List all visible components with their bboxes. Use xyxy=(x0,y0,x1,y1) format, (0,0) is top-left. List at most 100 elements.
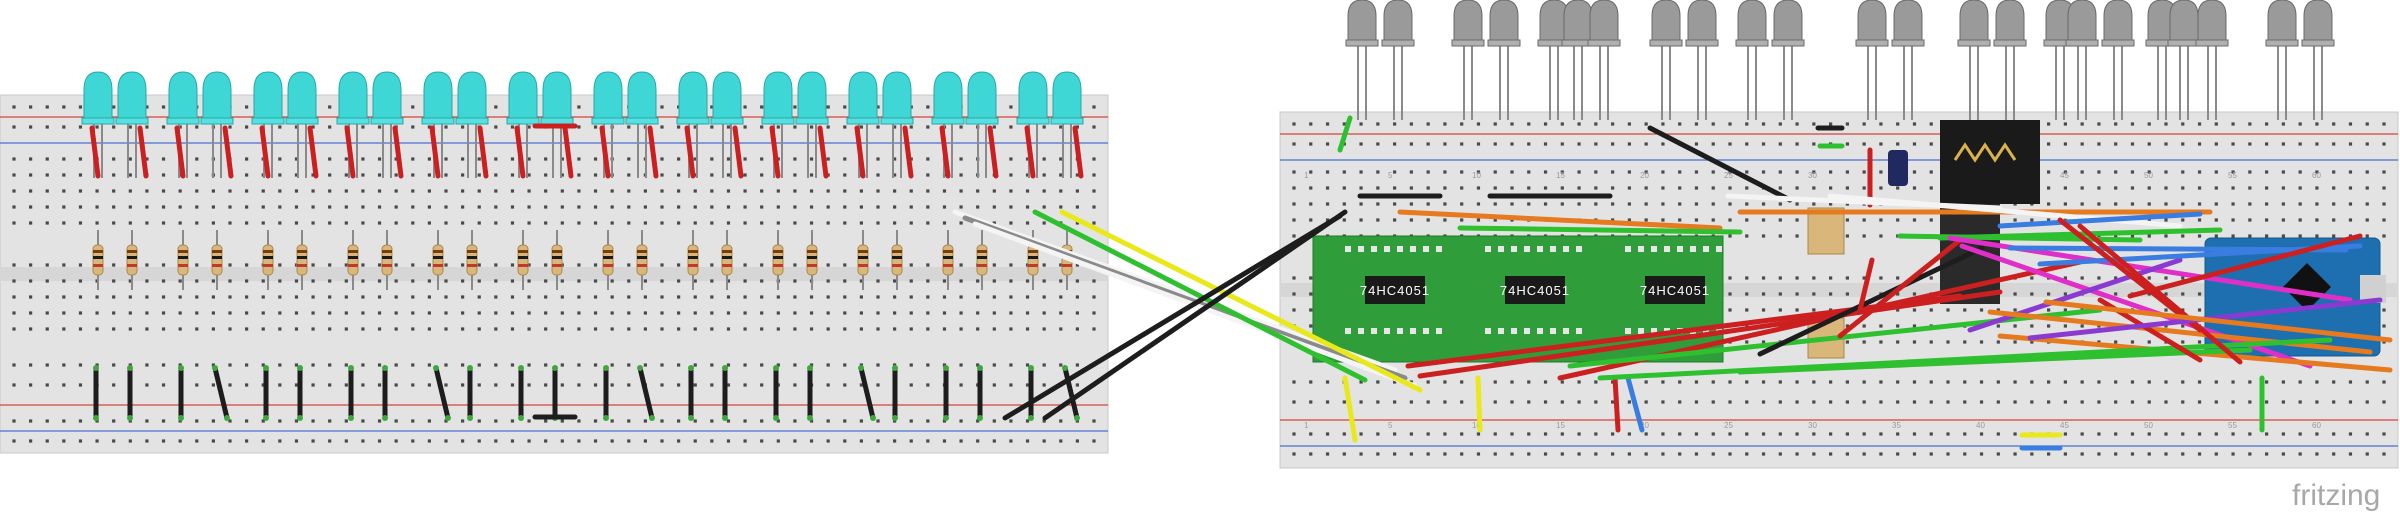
hole xyxy=(12,383,16,387)
hole xyxy=(477,383,481,387)
gray-led xyxy=(2043,0,2077,120)
led-body xyxy=(2169,0,2199,45)
hole xyxy=(1092,205,1096,209)
hole xyxy=(693,295,697,299)
hole xyxy=(510,189,515,193)
hole xyxy=(62,157,66,161)
hole xyxy=(394,263,398,267)
hole xyxy=(1711,122,1715,126)
hole xyxy=(377,383,382,387)
hole xyxy=(2265,380,2269,384)
hole xyxy=(2197,432,2202,436)
hole xyxy=(494,125,498,129)
hole xyxy=(261,439,265,443)
hole xyxy=(2365,452,2369,456)
hole xyxy=(1778,202,1782,206)
pin-pad xyxy=(1423,246,1429,252)
hole xyxy=(1963,340,1967,344)
hole xyxy=(926,125,930,129)
hole xyxy=(726,439,731,443)
hole xyxy=(228,205,232,209)
led-rim xyxy=(115,117,149,125)
hole xyxy=(211,363,215,367)
hole xyxy=(1393,186,1397,190)
hole xyxy=(1862,170,1866,174)
hole xyxy=(178,205,182,209)
hole xyxy=(2181,400,2185,404)
hole xyxy=(544,295,548,299)
hole xyxy=(1912,218,1917,222)
hole xyxy=(2063,170,2067,174)
hole xyxy=(677,221,681,225)
hole xyxy=(1409,122,1413,126)
hole xyxy=(577,157,581,161)
cyan-led xyxy=(710,71,744,421)
jumper-wire xyxy=(2057,217,2203,333)
hole xyxy=(1979,340,1984,344)
hole xyxy=(1761,380,1766,384)
hole xyxy=(926,105,930,109)
hole xyxy=(992,221,996,225)
led-red-jumper xyxy=(902,125,914,179)
hole xyxy=(1009,221,1013,225)
hole xyxy=(2181,142,2185,146)
hole xyxy=(1059,125,1063,129)
resistor-band xyxy=(688,256,698,259)
hole xyxy=(959,311,963,315)
resistor-band xyxy=(892,264,902,267)
hole xyxy=(1963,380,1967,384)
pin-pad xyxy=(1410,246,1416,252)
hole xyxy=(976,439,980,443)
led-rim xyxy=(1855,39,1889,47)
hole xyxy=(1376,218,1380,222)
hole xyxy=(2164,218,2168,222)
resistor-band xyxy=(552,264,562,267)
hole xyxy=(1092,221,1096,225)
hole xyxy=(112,105,116,109)
hole xyxy=(2248,122,2252,126)
hole xyxy=(1678,380,1682,384)
hole xyxy=(893,125,897,129)
hole xyxy=(1510,202,1514,206)
hole xyxy=(627,363,631,367)
hole xyxy=(510,419,515,423)
hole xyxy=(643,363,647,367)
jumper-wire xyxy=(1042,209,1348,421)
hole xyxy=(1075,189,1079,193)
hole xyxy=(1075,439,1079,443)
hole xyxy=(1510,186,1514,190)
gray-led xyxy=(1855,0,1889,120)
hole xyxy=(95,327,99,331)
hole xyxy=(1409,186,1413,190)
hole xyxy=(2281,218,2285,222)
led-rim xyxy=(1735,39,1769,47)
hole xyxy=(2348,380,2353,384)
hole xyxy=(1812,142,1816,146)
hole xyxy=(1092,419,1096,423)
resistor-body xyxy=(636,244,648,276)
hole xyxy=(2030,292,2034,296)
hole xyxy=(1879,142,1883,146)
hole xyxy=(926,439,930,443)
hole xyxy=(1359,400,1363,404)
pin-pad xyxy=(1651,328,1657,334)
hole xyxy=(2164,324,2168,328)
hole xyxy=(211,279,215,283)
led-red-jumper xyxy=(1024,125,1036,179)
hole xyxy=(593,295,598,299)
hole xyxy=(2365,400,2369,404)
hole xyxy=(643,279,647,283)
hole xyxy=(145,205,149,209)
hole xyxy=(2231,400,2235,404)
pin-pad xyxy=(1498,328,1504,334)
hole xyxy=(677,157,681,161)
cyan-led xyxy=(370,71,404,421)
hole xyxy=(62,311,66,315)
hole xyxy=(1075,311,1079,315)
hole xyxy=(1845,122,1849,126)
hole xyxy=(411,327,415,331)
hole xyxy=(926,383,930,387)
hole xyxy=(2181,308,2185,312)
pin-pad xyxy=(1664,246,1670,252)
hole xyxy=(1778,276,1782,280)
